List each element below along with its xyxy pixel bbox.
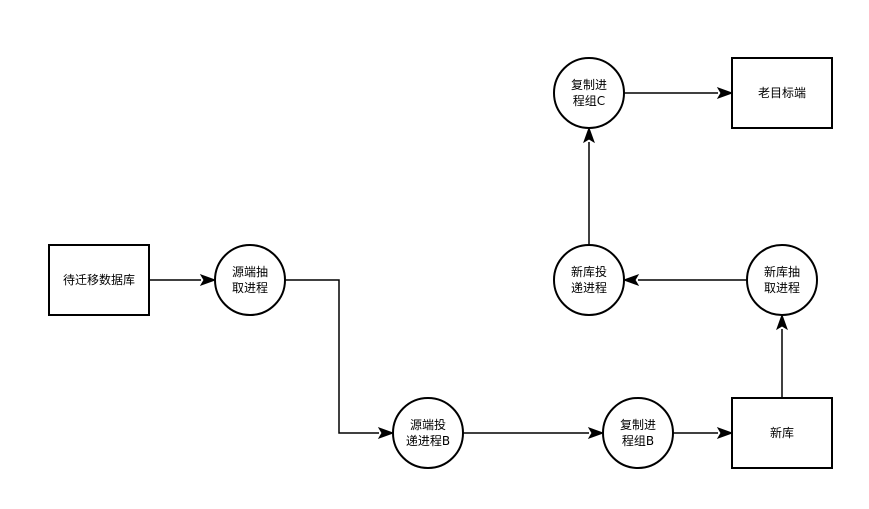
edge-n2-to-n3 [285,279,395,439]
node-label-line: 取进程 [232,280,268,295]
node-label-line: 递进程 [571,280,607,295]
datastore-node-n1: 待迁移数据库 [48,244,150,316]
edge-n4-to-n5 [673,427,734,439]
node-label-line: 取进程 [764,280,800,295]
datastore-node-n5: 新库 [731,397,833,469]
node-label-line: 新库投 [571,264,607,279]
node-label-line: 新库抽 [764,264,800,279]
arrowhead [716,87,734,99]
arrowhead [199,274,217,286]
node-label-line: 待迁移数据库 [63,272,135,287]
edge-n8-to-n9 [624,87,734,99]
node-label-line: 老目标端 [758,86,806,100]
node-circle [746,244,818,316]
node-circle [602,397,674,469]
node-label-line: 复制进 [620,418,656,432]
node-circle [553,57,625,129]
node-label-line: 源端抽 [232,265,268,279]
datastore-node-n9: 老目标端 [731,57,833,129]
node-circle [392,397,464,469]
arrowhead [583,126,595,144]
edge-n3-to-n4 [463,427,605,439]
node-circle [553,244,625,316]
arrowhead [587,427,605,439]
node-label-line: 源端投 [410,417,446,432]
edge-line [285,279,379,434]
arrowhead [716,427,734,439]
node-circle [214,244,286,316]
node-label-line: 程组B [622,433,654,448]
node-label-line: 复制进 [571,78,607,92]
node-rect [48,244,150,316]
edge-n5-to-n6 [776,313,788,398]
node-rect [731,397,833,469]
edge-n7-to-n8 [583,126,595,245]
edge-n1-to-n2 [149,274,217,286]
node-label-line: 递进程B [406,433,450,448]
node-label-line: 程组C [573,93,605,108]
node-rect [731,57,833,129]
edges-layer [149,87,788,439]
nodes-layer: 待迁移数据库源端抽取进程源端投递进程B复制进程组B新库新库抽取进程新库投递进程复… [48,57,833,469]
arrowhead [622,274,640,286]
node-label-line: 新库 [770,425,794,440]
edge-n6-to-n7 [622,274,747,286]
arrowhead [377,427,395,439]
arrowhead [776,313,788,331]
